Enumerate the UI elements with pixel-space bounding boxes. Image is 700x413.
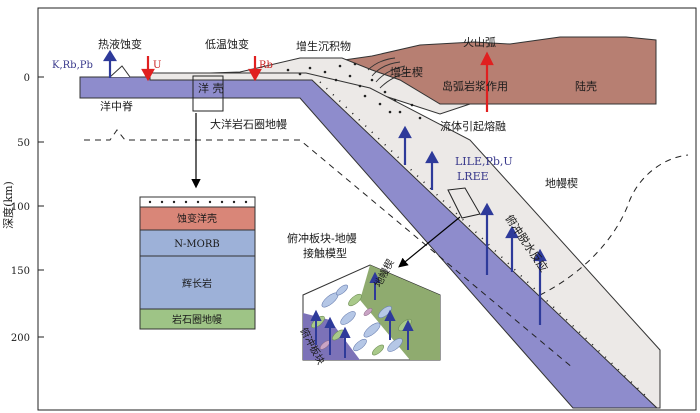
label-oceanic-crust: 洋 壳 — [198, 81, 224, 95]
y-tick-50: 50 — [17, 138, 30, 149]
label-u: U — [153, 60, 161, 71]
label-continent: 陆壳 — [575, 79, 597, 93]
label-sediment: 增生沉积物 — [296, 39, 351, 53]
label-rb: Rb — [259, 60, 273, 71]
y-tick-150: 150 — [11, 266, 30, 277]
slab-sample-box — [447, 187, 481, 219]
lithosphere-base — [84, 129, 574, 369]
label-lree: LREE — [457, 170, 489, 183]
label-low-temp: 低温蚀变 — [205, 37, 249, 51]
label-volcanic-arc: 火山弧 — [463, 35, 496, 49]
y-tick-0: 0 — [24, 73, 30, 84]
label-oceanic-lithosphere: 大洋岩石圈地幔 — [210, 117, 287, 131]
label-k-rb-pb: K,Rb,Pb — [52, 60, 93, 71]
contact-model-inset: 地幔楔 俯冲板块 — [297, 257, 441, 367]
column-layer-altered-crust: 蚀变洋壳 — [177, 212, 217, 225]
label-contact-model-1: 俯冲板块-地幔 — [287, 231, 357, 245]
label-arc-magmatism: 岛弧岩浆作用 — [442, 79, 508, 93]
column-layer-mantle: 岩石圈地幔 — [172, 313, 222, 326]
label-contact-model-2: 接触模型 — [303, 246, 347, 260]
label-fluid-melting: 流体引起熔融 — [440, 119, 506, 133]
y-axis: 0 50 100 150 200 深度(km) — [1, 73, 44, 344]
frame — [37, 7, 697, 411]
lithosphere-column: 蚀变洋壳 N-MORB 辉长岩 岩石圈地幔 — [139, 196, 256, 330]
crust-sample-box — [192, 75, 224, 112]
column-layer-gabbro: 辉长岩 — [182, 277, 212, 290]
label-accretionary-wedge: 增生楔 — [390, 65, 423, 79]
label-lile: LILE,Pb,U — [455, 155, 513, 168]
y-tick-200: 200 — [11, 333, 30, 344]
column-layer-nmorb: N-MORB — [174, 239, 219, 250]
label-ridge: 洋中脊 — [100, 99, 133, 113]
wedge-thrusts — [367, 57, 411, 89]
sediment-dots — [286, 62, 422, 120]
red-arrows — [141, 51, 494, 112]
label-mantle-wedge: 地幔楔 — [545, 177, 578, 190]
blue-arrows — [103, 49, 547, 325]
y-axis-title: 深度(km) — [1, 181, 15, 229]
y-tick-100: 100 — [11, 202, 30, 213]
label-hydrothermal: 热液蚀变 — [98, 37, 142, 51]
ridge-bump — [109, 65, 131, 78]
pointer-to-inset — [398, 216, 461, 268]
